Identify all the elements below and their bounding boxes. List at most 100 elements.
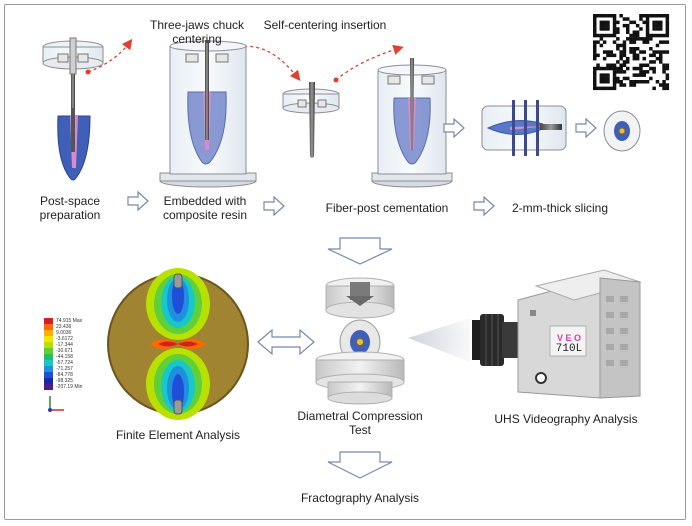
legend-row: -71.257	[44, 366, 104, 372]
qr-module	[649, 60, 653, 64]
qr-module	[622, 50, 627, 54]
qr-module	[632, 47, 637, 51]
qr-module	[665, 73, 670, 77]
qr-module	[612, 30, 617, 34]
qr-module	[655, 20, 660, 25]
qr-module	[642, 50, 646, 54]
legend-row: -3.6172	[44, 336, 104, 342]
compression-test-rig	[315, 277, 405, 405]
qr-module	[665, 66, 670, 71]
down-arrow-top	[327, 237, 393, 265]
qr-module	[609, 63, 613, 67]
qr-module	[619, 14, 623, 18]
qr-module	[602, 20, 607, 25]
label-three-jaws: Three-jaws chuck centering	[132, 18, 262, 46]
qr-module	[599, 76, 604, 81]
qr-module	[632, 73, 637, 77]
qr-code	[591, 12, 671, 92]
fea-disk	[107, 268, 249, 420]
qr-module	[616, 43, 620, 48]
qr-module	[602, 50, 607, 54]
qr-module	[612, 83, 617, 87]
qr-module	[635, 53, 640, 58]
qr-module	[612, 66, 617, 71]
legend-value: 9.0036	[56, 330, 72, 336]
qr-module	[655, 50, 660, 54]
qr-module	[606, 27, 610, 31]
legend-swatch	[44, 372, 53, 378]
qr-module	[602, 33, 607, 38]
qr-module	[642, 37, 646, 41]
outline-arrows-row1	[127, 117, 597, 217]
legend-row: -207.19 Min	[44, 384, 104, 390]
qr-module	[659, 20, 663, 25]
qr-module	[593, 20, 597, 25]
qr-module	[612, 53, 617, 58]
qr-module	[635, 30, 640, 34]
legend-swatch	[44, 384, 53, 390]
qr-module	[593, 86, 597, 91]
slice-disk	[603, 110, 641, 152]
qr-module	[659, 27, 663, 31]
qr-module	[593, 80, 597, 84]
down-arrow-bottom	[327, 451, 393, 479]
qr-module	[606, 80, 610, 84]
qr-module	[652, 23, 656, 28]
camera-light-beam	[408, 318, 470, 362]
qr-module	[612, 14, 617, 18]
qr-module	[655, 14, 660, 18]
qr-module	[599, 20, 604, 25]
qr-module	[652, 27, 656, 31]
label-post-space: Post-space preparation	[30, 194, 110, 222]
qr-module	[665, 20, 670, 25]
qr-module	[662, 40, 666, 44]
qr-module	[593, 40, 597, 44]
qr-module	[662, 70, 666, 74]
qr-module	[642, 20, 646, 25]
qr-module	[662, 14, 666, 18]
qr-module	[635, 37, 640, 41]
qr-module	[622, 47, 627, 51]
qr-module	[649, 47, 653, 51]
label-self-centering: Self-centering insertion	[263, 18, 387, 32]
qr-module	[652, 86, 656, 91]
qr-module	[606, 50, 610, 54]
qr-module	[652, 66, 656, 71]
legend-row: -98.325	[44, 378, 104, 384]
qr-module	[662, 86, 666, 91]
qr-module	[659, 60, 663, 64]
qr-module	[626, 76, 630, 81]
qr-module	[665, 33, 670, 38]
legend-swatch	[44, 324, 53, 330]
legend-value: -57.724	[56, 360, 73, 366]
qr-module	[619, 50, 623, 54]
legend-swatch	[44, 318, 53, 324]
qr-module	[626, 30, 630, 34]
qr-module	[609, 86, 613, 91]
qr-module	[599, 33, 604, 38]
legend-swatch	[44, 342, 53, 348]
legend-value: -30.671	[56, 348, 73, 354]
double-arrow	[257, 328, 315, 356]
qr-module	[635, 73, 640, 77]
qr-module	[642, 56, 646, 61]
qr-module	[606, 33, 610, 38]
qr-module	[649, 66, 653, 71]
qr-module	[655, 43, 660, 48]
qr-module	[606, 20, 610, 25]
qr-module	[596, 14, 600, 18]
qr-module	[652, 70, 656, 74]
qr-module	[619, 70, 623, 74]
qr-module	[606, 66, 610, 71]
qr-module	[655, 80, 660, 84]
qr-module	[596, 63, 600, 67]
qr-module	[662, 50, 666, 54]
qr-module	[612, 40, 617, 44]
qr-module	[602, 40, 607, 44]
qr-module	[599, 23, 604, 28]
qr-module	[622, 43, 627, 48]
qr-module	[619, 53, 623, 58]
qr-module	[665, 30, 670, 34]
qr-module	[612, 80, 617, 84]
